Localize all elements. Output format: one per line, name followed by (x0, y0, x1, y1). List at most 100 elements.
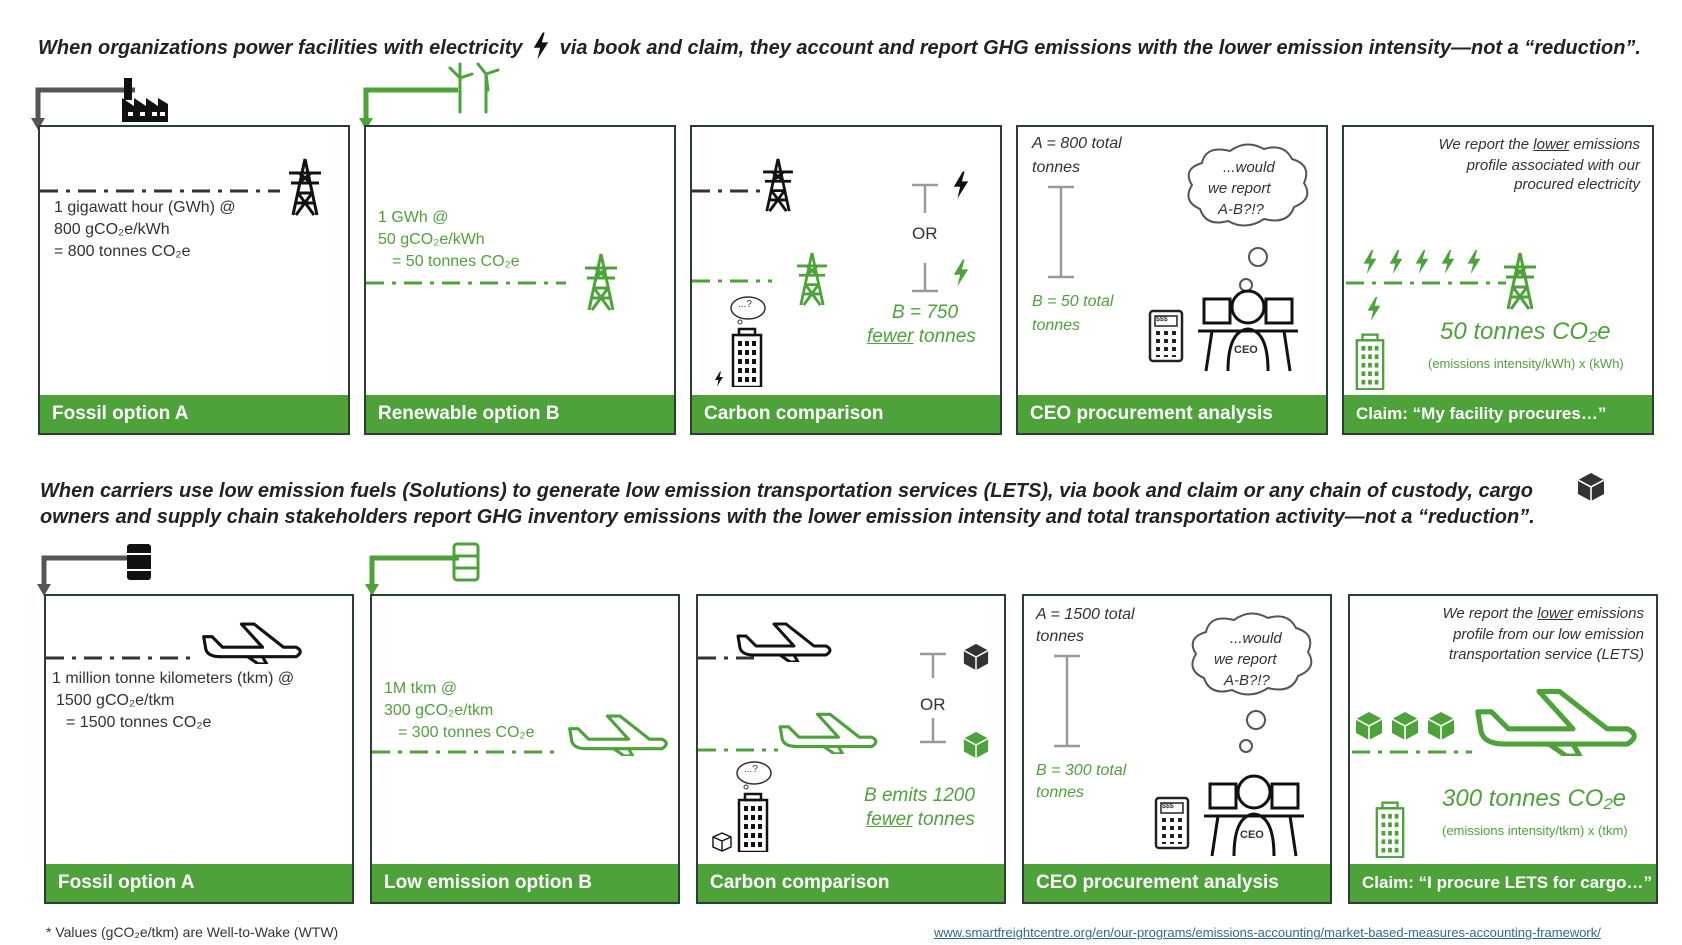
claim-value: 300 tonnes CO₂e (1442, 785, 1626, 812)
savings-line2: fewer tonnes (867, 325, 976, 349)
top-panel-carbon-comparison: ...? OR B = 750 fewer tonnes Carbon comp… (690, 125, 1002, 435)
top-panel-fossil-option-a: 1 gigawatt hour (GWh) @ 800 gCO₂e/kWh = … (38, 125, 350, 435)
pylon-icon (1502, 251, 1538, 311)
pylon-icon (287, 157, 323, 217)
difference-bracket (1048, 185, 1074, 279)
top-heading: When organizations power facilities with… (38, 32, 1658, 61)
claim-formula: (emissions intensity/tkm) x (tkm) (1442, 823, 1628, 838)
top-panel-renewable-option-b: 1 GWh @ 50 gCO₂e/kWh = 50 tonnes CO₂e Re… (364, 125, 676, 435)
option-a-total-line2: tonnes (1036, 628, 1085, 645)
building-icon (731, 327, 763, 387)
claim-reason-lower: lower (1537, 605, 1574, 622)
airplane-icon (778, 712, 878, 754)
thought-cloud-icon (730, 296, 766, 325)
top-panel-ceo-analysis: A = 800 total tonnes B = 50 total tonnes… (1016, 125, 1328, 435)
tonnes-word: tonnes (912, 809, 975, 830)
bottom-panel-low-emission-option-b: 1M tkm @ 300 gCO₂e/tkm = 300 tonnes CO₂e… (370, 594, 680, 904)
savings-line2: fewer tonnes (866, 808, 975, 832)
calculator-display: $$$ (1162, 803, 1174, 810)
lightning-icon (953, 259, 969, 287)
thought-cloud-text: ...? (738, 299, 752, 310)
renewable-emission-line (366, 281, 566, 285)
low-emission-line (698, 748, 778, 752)
claim-reason-line2: profile from our low emission (1453, 626, 1644, 643)
fossil-emission-line (40, 189, 280, 193)
tonnes-word: tonnes (913, 326, 976, 347)
airplane-icon (1468, 688, 1644, 756)
panel-label: Fossil option A (40, 395, 348, 433)
ceo-thought-line2: we report (1214, 651, 1277, 668)
pylon-icon (795, 251, 829, 307)
option-a-total-line1: A = 800 total (1032, 135, 1122, 152)
top-heading-post: via book and claim, they account and rep… (559, 37, 1641, 59)
claim-reason-pre: We report the (1442, 605, 1538, 622)
factory-icon (122, 78, 168, 122)
option-b-total-line1: B = 50 total (1032, 293, 1114, 310)
claim-reason-pre: We report the (1438, 136, 1534, 153)
lightning-icon (953, 171, 969, 199)
ceo-thought-line3: A-B?!? (1218, 201, 1264, 218)
low-emission-calc-line1: 1M tkm @ (384, 680, 458, 697)
renewable-emission-line (692, 279, 772, 283)
bottom-panel-carbon-comparison: ...? OR B emits 1200 fewer tonnes Carbon… (696, 594, 1006, 904)
ceo-thought-line1: ...would (1230, 630, 1282, 647)
fossil-calc-line1: 1 gigawatt hour (GWh) @ (54, 199, 236, 216)
lightning-icon (715, 371, 723, 387)
option-b-total-line1: B = 300 total (1036, 762, 1127, 779)
bottom-heading-line2: owners and supply chain stakeholders rep… (40, 506, 1535, 528)
building-icon (1375, 801, 1405, 858)
wind-turbine-icon (448, 62, 500, 114)
ceo-thought-line2: we report (1208, 180, 1271, 197)
comparison-bracket (912, 183, 938, 293)
building-icon (1355, 333, 1385, 390)
cargo-box-icon (712, 832, 732, 852)
fewer-word: fewer (867, 326, 914, 347)
source-link[interactable]: www.smartfreightcentre.org/en/our-progra… (934, 925, 1601, 940)
or-label: OR (912, 224, 938, 243)
low-emission-calc-line3: = 300 tonnes CO₂e (398, 724, 535, 741)
fossil-calc-line1: 1 million tonne kilometers (tkm) @ (52, 670, 295, 687)
panel-label: Low emission option B (372, 864, 678, 902)
lightning-icon (533, 32, 549, 60)
cargo-box-row (1355, 711, 1455, 741)
top-panel-claim: We report the lower emissions profile as… (1342, 125, 1654, 435)
fewer-word: fewer (866, 809, 913, 830)
comparison-bracket (920, 652, 946, 744)
panel-label: Carbon comparison (698, 864, 1004, 902)
thought-cloud-icon (1191, 612, 1313, 753)
panel-label: Renewable option B (366, 395, 674, 433)
ceo-label: CEO (1240, 829, 1264, 841)
fossil-connector-arrow (37, 555, 136, 596)
fossil-emission-line (692, 189, 762, 193)
cargo-box-icon (1577, 472, 1605, 502)
panel-label: Carbon comparison (692, 395, 1000, 433)
fossil-calc-line3: = 800 tonnes CO₂e (54, 243, 191, 260)
renewable-calc-line3: = 50 tonnes CO₂e (392, 253, 520, 270)
fossil-calc-line2: 800 gCO₂e/kWh (54, 221, 170, 238)
claim-reason-line1: We report the lower emissions (1443, 604, 1645, 624)
claim-reason-post: emissions (1569, 136, 1640, 153)
lightning-icon (1367, 297, 1381, 321)
panel-label: Fossil option A (46, 864, 352, 902)
oil-barrel-icon (127, 544, 151, 580)
airplane-icon (736, 622, 832, 662)
claim-reason-line1: We report the lower emissions (1439, 135, 1641, 155)
low-emission-connector-arrow (365, 555, 459, 596)
fossil-calc-line2: 1500 gCO₂e/tkm (56, 692, 175, 709)
option-a-total-line2: tonnes (1032, 159, 1081, 176)
low-emission-calc-line2: 300 gCO₂e/tkm (384, 702, 494, 719)
ceo-label: CEO (1234, 344, 1258, 356)
bottom-heading-line1: When carriers use low emission fuels (So… (40, 480, 1533, 502)
fossil-calc-line3: = 1500 tonnes CO₂e (66, 714, 212, 731)
low-emission-line (372, 750, 562, 754)
option-b-total-line2: tonnes (1032, 317, 1081, 334)
claim-reason-post: emissions (1573, 605, 1644, 622)
cargo-box-icon (963, 643, 989, 671)
fossil-emission-line (46, 656, 196, 660)
cargo-box-icon (963, 731, 989, 759)
renewable-emission-line (1346, 281, 1506, 285)
building-icon (737, 792, 769, 852)
ceo-thought-line3: A-B?!? (1224, 672, 1270, 689)
option-b-total-line2: tonnes (1036, 784, 1085, 801)
claim-reason-line3: procured electricity (1514, 176, 1640, 193)
